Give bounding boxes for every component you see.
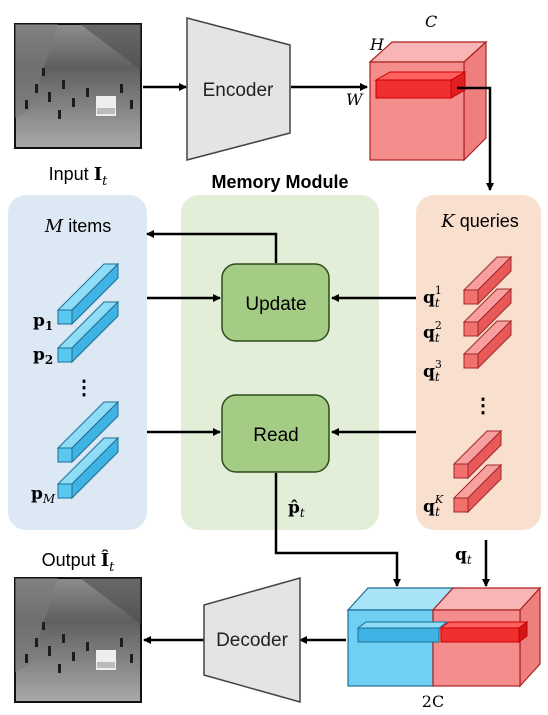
arrow-cube-to-queries [457,86,494,191]
read-box: Read [221,394,330,473]
item-label-p1: p1 [33,311,53,333]
encoder-label: Encoder [203,80,274,101]
query-bar-k [452,463,503,514]
item-label-p2: p2 [33,345,53,367]
query-bar-3 [462,319,513,370]
update-label: Update [245,294,306,315]
concat-cube [346,586,542,688]
output-image [14,577,142,703]
memory-module-title: Memory Module [211,172,348,192]
query-bar-1 [462,255,513,306]
decoder-label: Decoder [216,630,288,651]
query-out-label: qt [455,545,472,567]
input-label: Input It [49,164,108,189]
items-title: M items [44,216,111,237]
memory-item-bar-2 [56,300,120,364]
memory-module-panel [181,195,379,530]
decoder-trapezoid [203,577,301,703]
items-ellipsis: ⋮ [74,377,94,399]
query-bar-2 [462,287,513,338]
read-label: Read [253,425,298,446]
input-image [14,23,142,149]
feature-w-label: W [346,90,364,109]
item-label-pm: pM [31,484,56,506]
memory-item-bar-3 [56,400,120,464]
update-box: Update [221,263,330,342]
memory-item-bar-m [56,436,120,500]
feature-c-label: C [425,12,437,31]
arrow-update-to-items [146,230,278,263]
concat-label: 2C [422,692,444,711]
query-bar-4 [452,429,503,480]
arrow-read-to-concat [274,473,401,587]
encoder-trapezoid [186,17,291,161]
output-label: Output Ît [42,548,115,575]
queries-ellipsis: ⋮ [473,395,493,417]
feature-cube [368,40,488,162]
read-output-label: p̂t [288,498,305,520]
queries-title: K queries [440,211,519,232]
memory-item-bar-1 [56,262,120,326]
feature-h-label: H [369,35,385,54]
